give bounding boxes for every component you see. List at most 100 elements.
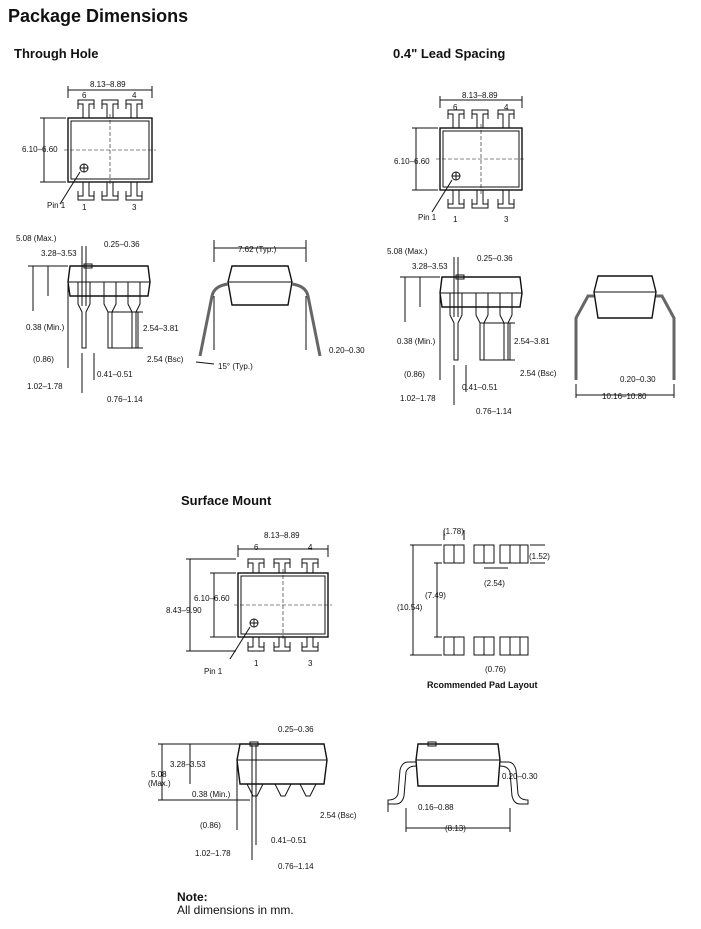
dim-pad-width: (1.78) xyxy=(443,527,464,536)
pin xyxy=(125,99,143,118)
orientation-notch xyxy=(249,741,259,747)
lead xyxy=(449,293,463,361)
lead xyxy=(274,783,292,797)
pin xyxy=(273,558,291,573)
solder-pad xyxy=(499,544,529,564)
pin xyxy=(471,190,489,209)
pin-label: 3 xyxy=(132,203,137,212)
dim-height: 6.10–6.60 xyxy=(394,157,430,166)
dim-row-spacing: 7.62 (Typ.) xyxy=(238,245,277,254)
note-text: All dimensions in mm. xyxy=(177,903,294,917)
orientation-notch xyxy=(427,741,437,747)
lead-spacing-end-labels: 0.20–0.30 10.16–10.80 xyxy=(602,375,656,401)
dim-width: 8.13–8.89 xyxy=(264,531,300,540)
dim-width: 8.13–8.89 xyxy=(462,91,498,100)
heading-lead-spacing: 0.4" Lead Spacing xyxy=(393,46,505,61)
page-title: Package Dimensions xyxy=(8,6,188,26)
dim-standoff: 0.38 (Min.) xyxy=(192,790,231,799)
pin xyxy=(125,182,143,201)
dim-height: 6.10–6.60 xyxy=(22,145,58,154)
heading-through-hole: Through Hole xyxy=(14,46,99,61)
pin xyxy=(77,182,95,201)
pad-layout-labels: (1.78) (1.52) (2.54) (7.49) (10.54) (0.7… xyxy=(397,527,550,690)
pin xyxy=(101,182,119,201)
dim-standoff: 0.38 (Min.) xyxy=(397,337,436,346)
dim-lead-width: 0.41–0.51 xyxy=(462,383,498,392)
lead xyxy=(475,293,489,361)
pin-label: 4 xyxy=(504,103,509,112)
dim-shoulder-a: 1.02–1.78 xyxy=(27,382,63,391)
dim-body-height: 6.10–6.60 xyxy=(194,594,230,603)
pin1-label: Pin 1 xyxy=(204,667,223,676)
pin xyxy=(101,99,119,118)
pin xyxy=(301,637,319,652)
pin1-label: Pin 1 xyxy=(47,201,66,210)
lead-spacing-top-labels: 8.13–8.89 6.10–6.60 Pin 1 6 4 1 3 xyxy=(394,91,509,224)
dim-pitch: 2.54 (Bsc) xyxy=(147,355,184,364)
lead xyxy=(291,282,322,357)
dim-body-height: 3.28–3.53 xyxy=(412,262,448,271)
dim-lead-thick: 0.20–0.30 xyxy=(502,772,538,781)
dim-lead-length: 2.54–3.81 xyxy=(514,337,550,346)
dim-max-height: 5.08 (Max.) xyxy=(387,247,428,256)
pin-label: 6 xyxy=(453,103,458,112)
pin-label: 1 xyxy=(453,215,458,224)
leader-line xyxy=(431,179,453,213)
package-side xyxy=(439,276,523,308)
leader-line xyxy=(229,626,251,660)
dim-lead-thick: 0.25–0.36 xyxy=(477,254,513,263)
leader-line xyxy=(59,171,81,205)
pin xyxy=(77,99,95,118)
lead xyxy=(198,282,229,357)
dim-max-height: 5.08 (Max.) xyxy=(16,234,57,243)
solder-pad xyxy=(499,636,529,656)
lead xyxy=(656,294,676,380)
pin xyxy=(247,637,265,652)
dim-lead-thick: 0.20–0.30 xyxy=(329,346,365,355)
dim-shoulder-a: 1.02–1.78 xyxy=(195,849,231,858)
lead xyxy=(77,282,91,349)
pin xyxy=(301,558,319,573)
dim-offset: (0.86) xyxy=(33,355,54,364)
pin-label: 3 xyxy=(308,659,313,668)
dim-max-height: 5.08 xyxy=(151,770,167,779)
dim-pitch: (2.54) xyxy=(484,579,505,588)
dim-shoulder-b: 0.76–1.14 xyxy=(107,395,143,404)
gull-wing-lead xyxy=(387,761,417,805)
through-hole-end-labels: 7.62 (Typ.) 15° (Typ.) 0.20–0.30 xyxy=(218,245,365,371)
pin-label: 6 xyxy=(254,543,259,552)
pin-label: 1 xyxy=(254,659,259,668)
dim-inner-span: (7.49) xyxy=(425,591,446,600)
dim-shoulder-b: 0.76–1.14 xyxy=(278,862,314,871)
dim-lead-width: 0.41–0.51 xyxy=(271,836,307,845)
pin xyxy=(471,109,489,128)
pin-label: 6 xyxy=(82,91,87,100)
orientation-notch xyxy=(83,263,93,269)
through-hole-side-labels: 5.08 (Max.) 3.28–3.53 0.25–0.36 0.38 (Mi… xyxy=(16,234,184,404)
lead-spacing-side-labels: 5.08 (Max.) 3.28–3.53 0.25–0.36 0.38 (Mi… xyxy=(387,247,557,416)
smd-end-labels: 0.20–0.30 0.16–0.88 (8.13) xyxy=(418,772,538,833)
dim-pitch: 2.54 (Bsc) xyxy=(520,369,557,378)
through-hole-top-labels: 8.13–8.89 6.10–6.60 Pin 1 6 4 1 3 xyxy=(22,80,137,212)
package-side xyxy=(67,265,151,297)
pin-label: 4 xyxy=(308,543,313,552)
dim-shoulder-a: 1.02–1.78 xyxy=(400,394,436,403)
lead xyxy=(103,282,117,349)
dim-row-spacing: 10.16–10.80 xyxy=(602,392,647,401)
smd-top-labels: 8.13–8.89 6.10–6.60 8.43–9.90 Pin 1 6 4 … xyxy=(166,531,313,676)
package-end xyxy=(415,743,501,787)
dim-lead-length: 2.54–3.81 xyxy=(143,324,179,333)
dim-angle: 15° (Typ.) xyxy=(218,362,253,371)
orientation-notch xyxy=(455,274,465,280)
dim-lead-width: 0.41–0.51 xyxy=(97,370,133,379)
dim-span: (8.13) xyxy=(445,824,466,833)
dim-foot-length: 0.16–0.88 xyxy=(418,803,454,812)
pin xyxy=(447,190,465,209)
package-end xyxy=(227,265,293,306)
dim-standoff: 0.38 (Min.) xyxy=(26,323,65,332)
pad-layout-caption: Rcommended Pad Layout xyxy=(427,680,538,690)
drawing-geometry xyxy=(28,86,676,860)
note-label: Note: xyxy=(177,890,208,904)
dim-max-label: (Max.) xyxy=(148,779,171,788)
dim-body-height: 3.28–3.53 xyxy=(41,249,77,258)
